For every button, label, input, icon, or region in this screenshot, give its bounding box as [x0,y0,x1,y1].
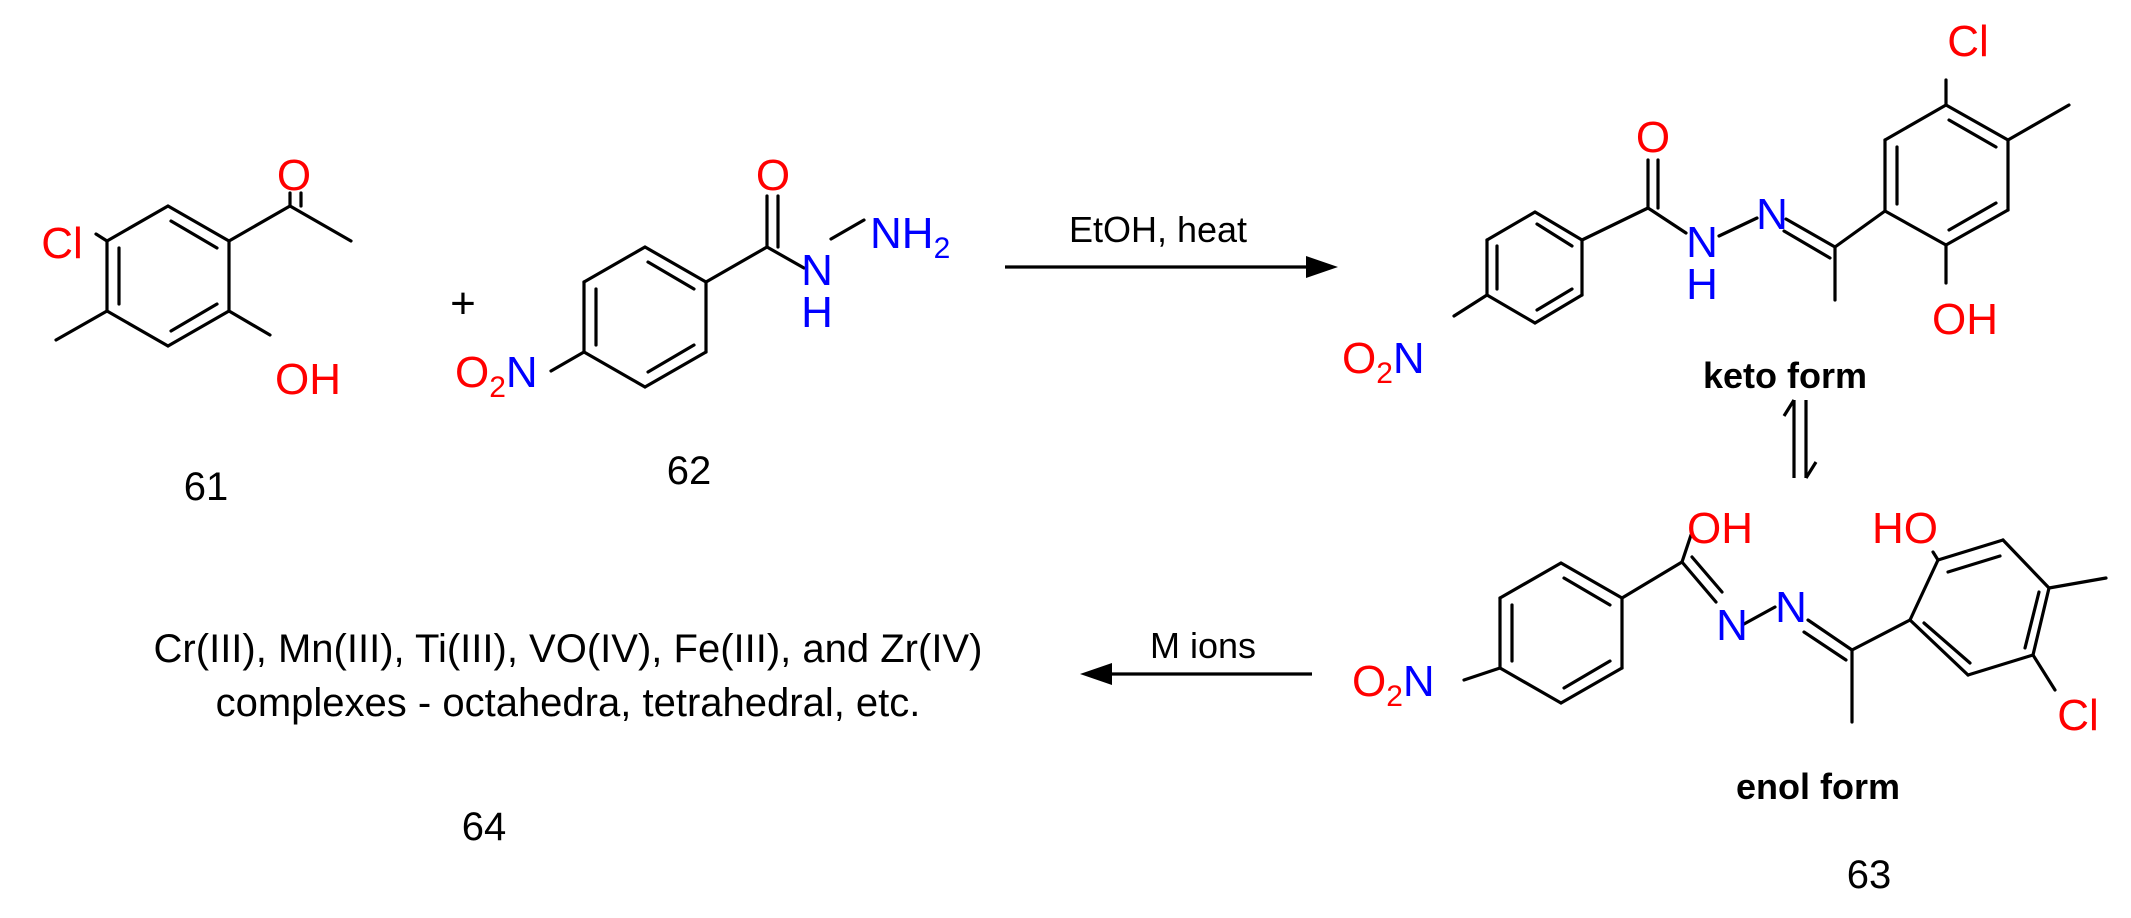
compound-63-enol-n2: N [1775,583,1807,632]
equilibrium-arrow [1782,399,1818,479]
reaction-arrow-1 [1005,256,1338,278]
compound-62-nh-n: N [801,246,833,295]
compound-63-keto-nitro-group: O2N [1342,334,1425,390]
compound-63-enol-chlorine: Cl [2057,691,2099,740]
compound-61-hydroxyl: OH [275,355,341,404]
compound-62-nh-h: H [801,288,833,337]
compound-63-keto-imine-n: N [1756,190,1788,239]
compound-63-enol-hydroxyl: HO [1872,504,1938,553]
compound-61-chlorine: Cl [41,219,83,268]
reaction-1-conditions: EtOH, heat [1069,209,1247,250]
compound-61-number: 61 [184,465,229,509]
compound-63-keto-chlorine: Cl [1947,17,1989,66]
keto-form-label: keto form [1703,355,1867,396]
compound-63-enol-oh: OH [1687,504,1753,553]
compound-64-line-1: Cr(III), Mn(III), Ti(III), VO(IV), Fe(II… [154,627,983,671]
compound-63-keto-nh-n: N [1686,218,1718,267]
compound-62-oxygen: O [756,151,790,200]
plus-sign: + [450,279,476,328]
compound-63-enol-n1: N [1716,601,1748,650]
compound-64-number: 64 [462,805,507,849]
compound-61-structure: O Cl OH [41,151,353,404]
compound-63-enol-structure: OH N N HO Cl O2N [1352,504,2108,740]
compound-63-keto-hydroxyl: OH [1932,295,1998,344]
compound-62-nh2: NH2 [870,209,950,265]
compound-63-keto-oxygen: O [1636,113,1670,162]
compound-63-number: 63 [1847,853,1892,897]
enol-form-label: enol form [1736,766,1900,807]
reaction-arrow-2 [1080,663,1312,685]
compound-63-keto-nh-h: H [1686,260,1718,309]
compound-62-nitro-group: O2N [455,348,538,404]
compound-63-enol-nitro-group: O2N [1352,657,1435,713]
compound-62-structure: O N H NH2 O2N [455,151,950,404]
reaction-2-conditions: M ions [1150,625,1256,666]
compound-61-oxygen: O [277,151,311,200]
compound-63-keto-structure: O N H N Cl OH O2N [1342,17,2071,390]
compound-62-number: 62 [667,449,712,493]
compound-64-line-2: complexes - octahedra, tetrahedral, etc. [216,681,921,725]
